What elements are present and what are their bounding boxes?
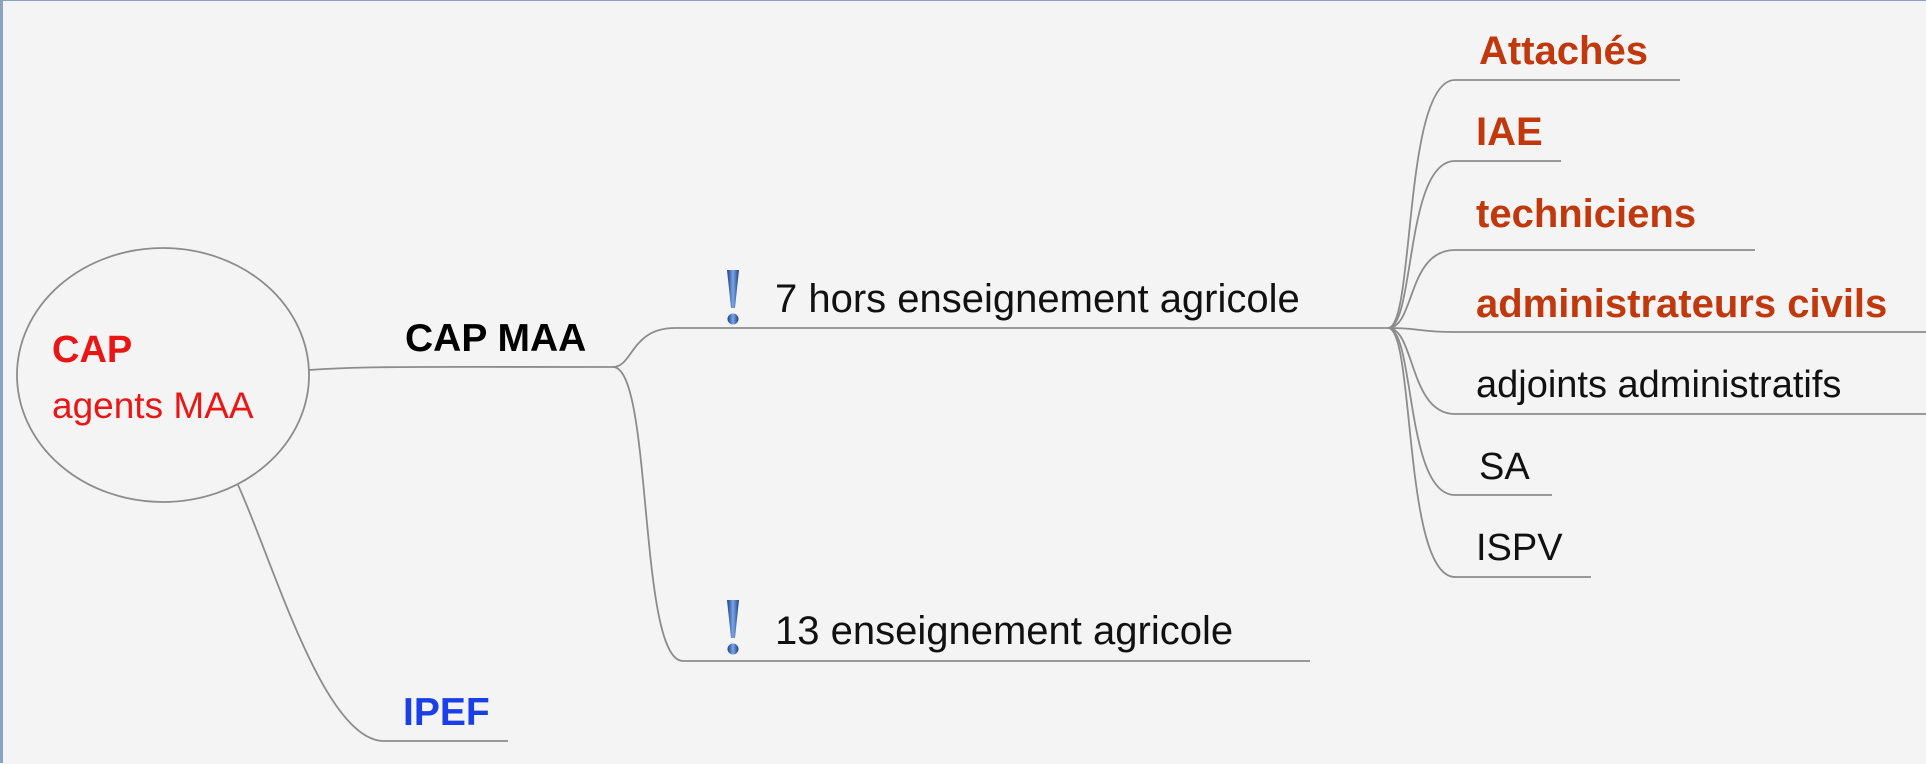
connector-to-leaf-adjoints (1387, 327, 1926, 415)
leaf-sa[interactable]: SA (1479, 446, 1530, 488)
connector-to-leaf-ispv (1387, 327, 1591, 578)
leaf-techniciens[interactable]: techniciens (1476, 192, 1697, 236)
root-node-shape (16, 247, 310, 503)
connector-cap-maa-to-branch-1 (612, 327, 1388, 368)
connector-to-leaf-techniciens (1387, 249, 1755, 329)
branch-enseignement-agricole[interactable]: 13 enseignement agricole (775, 609, 1234, 653)
leaf-ispv[interactable]: ISPV (1476, 527, 1563, 569)
connector-cap-maa-to-branch-2 (612, 366, 1310, 662)
connector-to-leaf-administrateurs (1387, 327, 1926, 333)
topic-cap-maa[interactable]: CAP MAA (405, 317, 587, 360)
topic-ipef[interactable]: IPEF (403, 691, 490, 734)
leaf-administrateurs-civils[interactable]: administrateurs civils (1476, 282, 1888, 326)
root-title[interactable]: CAP (52, 329, 133, 371)
root-subtitle[interactable]: agents MAA (52, 385, 254, 426)
exclamation-icon (727, 270, 739, 325)
connector-to-leaf-attaches (1387, 79, 1680, 329)
leaf-iae[interactable]: IAE (1476, 110, 1543, 154)
connector-root-to-cap-maa (308, 365, 614, 371)
connector-to-leaf-sa (1387, 327, 1552, 496)
connector-to-leaf-iae (1387, 160, 1561, 329)
branch-hors-enseignement[interactable]: 7 hors enseignement agricole (775, 277, 1300, 321)
leaf-attaches[interactable]: Attachés (1479, 29, 1648, 73)
exclamation-icon (727, 600, 739, 655)
mind-map-connectors (16, 79, 1926, 742)
leaf-adjoints-administratifs[interactable]: adjoints administratifs (1476, 364, 1842, 406)
connector-root-to-ipef (237, 484, 508, 742)
